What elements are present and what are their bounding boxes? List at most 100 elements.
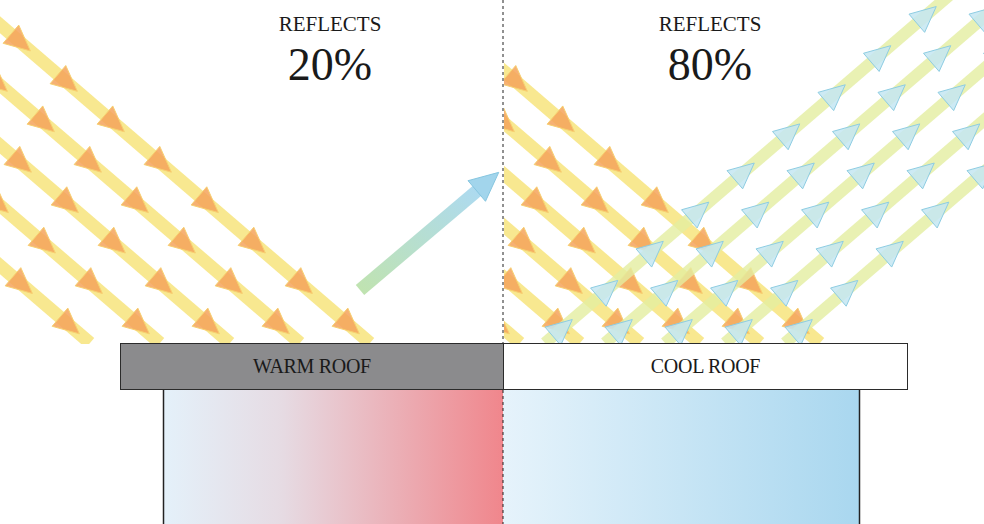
reflected-ray xyxy=(360,190,478,290)
ray-arrowhead xyxy=(121,187,148,213)
ray-arrowhead xyxy=(508,227,535,253)
ray-arrowhead xyxy=(773,124,800,150)
ray-arrowhead xyxy=(547,106,574,132)
ray-arrowhead xyxy=(144,146,171,172)
ray-arrowhead xyxy=(909,7,936,33)
ray-arrowhead xyxy=(831,280,858,306)
warm-roof-slab: WARM ROOF xyxy=(120,343,504,390)
ray-arrowhead xyxy=(878,85,905,111)
ray-arrowhead xyxy=(555,268,582,294)
reflects-heading: REFLECTS xyxy=(659,14,762,35)
ray-arrowhead xyxy=(818,85,845,111)
divider-line xyxy=(503,0,504,524)
incoming-ray xyxy=(0,0,300,343)
roof-label: COOL ROOF xyxy=(651,355,760,378)
reflected-ray-warm xyxy=(360,172,499,290)
ray-arrowhead xyxy=(28,227,55,253)
building-wall xyxy=(859,389,861,524)
ray-arrowhead xyxy=(605,320,632,344)
warm-building xyxy=(163,389,503,524)
reflected-ray xyxy=(665,0,984,343)
reflected-ray xyxy=(785,0,984,343)
ray-arrowhead xyxy=(863,46,890,72)
ray-arrowhead xyxy=(0,187,8,213)
ray-arrowhead xyxy=(75,268,102,294)
incoming-ray xyxy=(504,0,640,343)
ray-arrowhead xyxy=(969,7,984,33)
ray-arrowhead xyxy=(238,227,265,253)
ray-arrowhead xyxy=(983,46,984,72)
ray-arrowhead xyxy=(923,46,950,72)
ray-arrowhead xyxy=(122,308,149,334)
ray-arrowhead xyxy=(907,163,934,189)
ray-arrowhead xyxy=(74,146,101,172)
ray-arrowhead xyxy=(545,320,572,344)
ray-arrowhead xyxy=(876,241,903,267)
ray-arrowhead xyxy=(847,163,874,189)
ray-arrowhead xyxy=(5,268,32,294)
ray-arrowhead xyxy=(756,241,783,267)
ray-arrowhead xyxy=(833,124,860,150)
ray-arrowhead xyxy=(785,320,812,344)
reflected-ray xyxy=(725,0,984,343)
ray-arrowhead xyxy=(636,241,663,267)
ray-arrowhead xyxy=(0,66,7,92)
ray-arrowhead xyxy=(504,268,522,294)
ray-arrowhead xyxy=(594,146,621,172)
ray-arrowhead xyxy=(665,320,692,344)
ray-arrowhead xyxy=(97,106,124,132)
ray-arrowhead xyxy=(504,106,514,132)
reflectance-percent: 20% xyxy=(288,42,372,88)
ray-arrowhead xyxy=(504,308,509,334)
sun-rays-cool xyxy=(504,0,984,344)
ray-arrowhead xyxy=(682,202,709,228)
reflects-heading: REFLECTS xyxy=(279,14,382,35)
ray-arrowhead xyxy=(534,146,561,172)
ray-arrowhead xyxy=(332,308,359,334)
reflectance-percent: 80% xyxy=(668,42,752,88)
ray-arrowhead xyxy=(521,187,548,213)
ray-arrowhead xyxy=(145,268,172,294)
incoming-ray xyxy=(0,0,90,343)
ray-arrowhead xyxy=(4,146,31,172)
ray-arrowhead xyxy=(215,268,242,294)
ray-arrowhead xyxy=(192,308,219,334)
ray-arrowhead xyxy=(50,66,77,92)
ray-arrowhead xyxy=(51,187,78,213)
ray-arrowhead xyxy=(504,66,527,92)
cool-roof-slab: COOL ROOF xyxy=(503,343,908,390)
ray-arrowhead xyxy=(771,280,798,306)
ray-arrowhead xyxy=(725,320,752,344)
ray-arrowhead xyxy=(922,202,949,228)
ray-arrowhead xyxy=(727,163,754,189)
cool-building xyxy=(503,389,860,524)
ray-arrowhead xyxy=(651,280,678,306)
reflected-ray xyxy=(545,0,984,343)
ray-arrowhead xyxy=(568,227,595,253)
ray-arrowhead xyxy=(711,280,738,306)
ray-arrowhead xyxy=(641,187,668,213)
building-wall xyxy=(163,389,165,524)
roof-label: WARM ROOF xyxy=(253,355,371,378)
ray-arrowhead xyxy=(967,163,984,189)
ray-arrowhead xyxy=(27,106,54,132)
ray-arrowhead xyxy=(862,202,889,228)
ray-arrowhead xyxy=(816,241,843,267)
ray-arrowhead xyxy=(802,202,829,228)
ray-arrowhead xyxy=(468,172,499,201)
ray-arrowhead xyxy=(262,308,289,334)
ray-arrowhead xyxy=(285,268,312,294)
ray-arrowhead xyxy=(938,85,965,111)
reflected-ray xyxy=(605,0,984,343)
ray-arrowhead xyxy=(98,227,125,253)
incoming-ray xyxy=(504,0,820,343)
ray-arrowhead xyxy=(168,227,195,253)
ray-arrowhead xyxy=(742,202,769,228)
ray-arrowhead xyxy=(953,124,980,150)
ray-arrowhead xyxy=(696,241,723,267)
ray-arrowhead xyxy=(3,25,30,51)
ray-arrowhead xyxy=(581,187,608,213)
ray-arrowhead xyxy=(191,187,218,213)
ray-arrowhead xyxy=(787,163,814,189)
